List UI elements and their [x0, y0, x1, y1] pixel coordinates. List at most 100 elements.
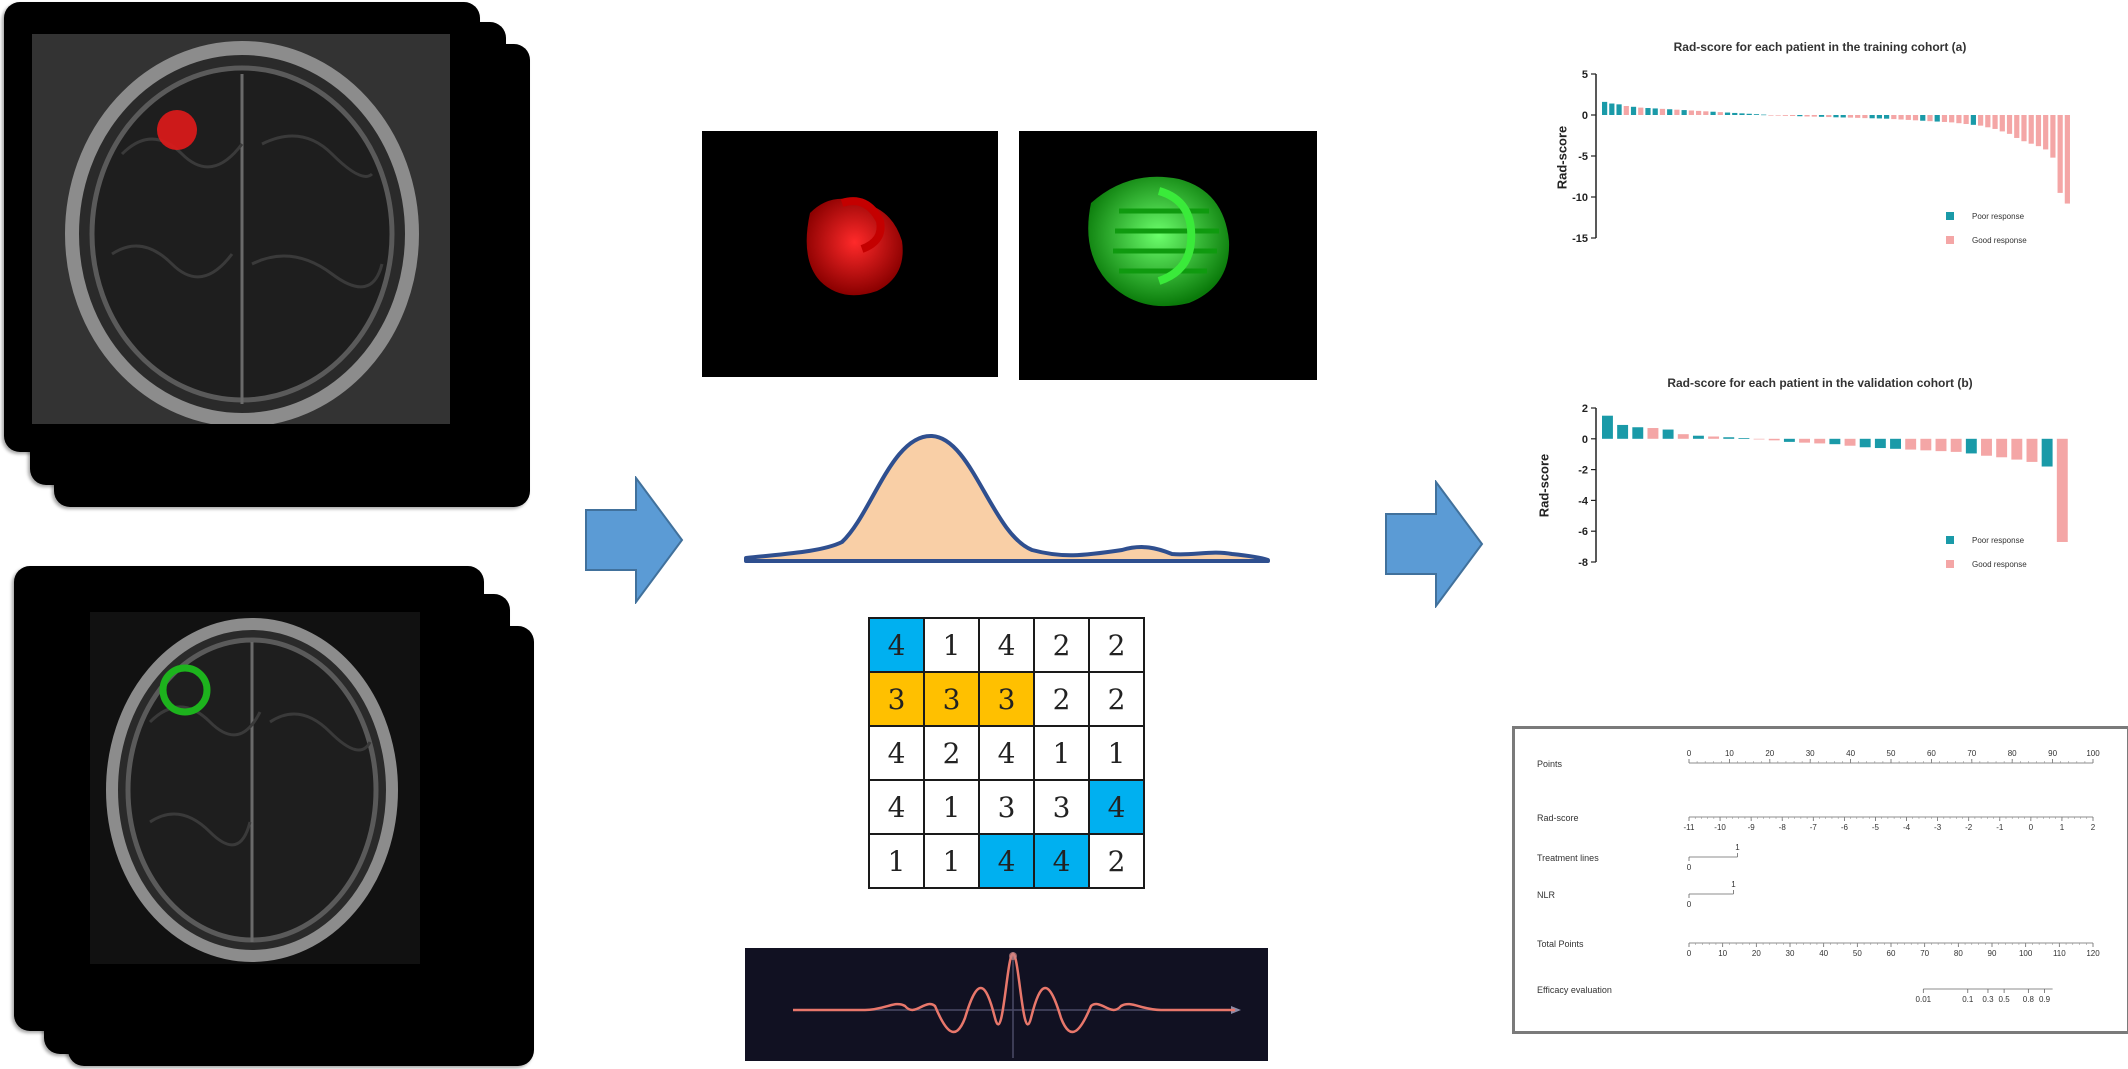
- y-tick-label: -5: [1578, 151, 1588, 163]
- nomogram-tick-label: -6: [1841, 823, 1849, 832]
- bar: [1724, 112, 1731, 115]
- green-3d-volume: [1088, 176, 1230, 307]
- nomogram-tick-label: 0.8: [2023, 995, 2035, 1004]
- bar: [1978, 115, 1984, 126]
- nomogram-tick-label: 1: [2060, 823, 2065, 832]
- bar: [1696, 110, 1702, 115]
- glcm-cell: 4: [1088, 779, 1145, 835]
- bar: [1840, 115, 1846, 118]
- bar: [1761, 114, 1767, 116]
- bar: [1844, 438, 1856, 446]
- bar: [1602, 101, 1608, 115]
- chart-b-title: Rad-score for each patient in the valida…: [1667, 376, 1973, 390]
- glcm-cell: 3: [978, 671, 1035, 727]
- nomogram-tick-label: -10: [1714, 823, 1726, 832]
- bar: [1681, 110, 1687, 115]
- bar: [2050, 115, 2056, 158]
- nomogram-tick-label: 0: [2029, 823, 2034, 832]
- nomogram-tick-label: 2: [2091, 823, 2096, 832]
- bar: [1876, 115, 1882, 119]
- bar: [1659, 108, 1666, 115]
- glcm-cell: 4: [868, 779, 925, 835]
- nomogram-tick-label: 40: [1846, 749, 1855, 758]
- nomogram-tick-label: 80: [1954, 949, 1963, 958]
- nomogram-tick-label: 1: [1731, 880, 1736, 889]
- bar: [1963, 115, 1969, 125]
- y-tick-label: -10: [1572, 192, 1588, 204]
- glcm-cell: 1: [923, 779, 980, 835]
- bar: [2043, 115, 2049, 150]
- bar: [1632, 427, 1644, 439]
- glcm-cell: 4: [868, 725, 925, 781]
- glcm-cell: 4: [868, 617, 925, 673]
- wavelet-svg: [793, 952, 1241, 1058]
- bar: [1602, 415, 1613, 439]
- bar: [1905, 115, 1911, 120]
- y-tick-label: -6: [1578, 526, 1588, 538]
- bar: [1645, 108, 1651, 115]
- y-tick-label: -15: [1572, 233, 1588, 245]
- bar: [1667, 109, 1673, 115]
- bar: [1814, 438, 1826, 444]
- nomogram-tick-label: 30: [1806, 749, 1815, 758]
- bar: [1623, 105, 1629, 115]
- nomogram-tick-label: 0.1: [1962, 995, 1974, 1004]
- mri-image-red-roi: [32, 34, 450, 424]
- bar: [2041, 438, 2053, 467]
- bar: [1829, 438, 1841, 445]
- bar: [1708, 436, 1720, 439]
- nomogram-row-label: Efficacy evaluation: [1537, 985, 1612, 995]
- glcm-cell: 1: [1033, 725, 1090, 781]
- nomogram-tick-label: 0: [1687, 900, 1692, 909]
- glcm-cell: 4: [978, 833, 1035, 889]
- wavelet-panel: [745, 948, 1268, 1061]
- bar: [1965, 438, 1977, 454]
- nomogram-tick-label: 0: [1687, 863, 1692, 872]
- bar: [1905, 438, 1917, 450]
- block-arrow-right-icon: [585, 476, 684, 604]
- bar: [1826, 115, 1832, 118]
- nomogram-tick-label: 0.01: [1916, 995, 1932, 1004]
- bar: [1818, 115, 1825, 117]
- bar: [1688, 110, 1694, 115]
- bar: [1996, 438, 2008, 458]
- mri-brain-svg-2: [106, 618, 398, 962]
- legend-swatch-poor: [1946, 212, 1954, 220]
- glcm-cell: 1: [868, 833, 925, 889]
- nomogram-tick-label: 120: [2086, 949, 2100, 958]
- bar: [1638, 107, 1644, 115]
- bar: [2056, 438, 2068, 542]
- bar: [1617, 424, 1629, 439]
- glcm-cell: 2: [1033, 617, 1090, 673]
- nomogram-tick-label: 0: [1687, 749, 1692, 758]
- glcm-cell: 4: [1033, 833, 1090, 889]
- bar: [1992, 115, 1998, 129]
- roi-red-circle: [157, 110, 197, 150]
- nomogram-tick-label: -3: [1934, 823, 1942, 832]
- bar: [1862, 115, 1868, 119]
- bar: [2026, 438, 2038, 462]
- glcm-cell: 2: [1088, 833, 1145, 889]
- nomogram-tick-label: 0.3: [1982, 995, 1994, 1004]
- red-3d-volume: [806, 197, 903, 296]
- bar: [1739, 113, 1745, 115]
- bar: [1950, 438, 1962, 452]
- nomogram-tick-label: 70: [1920, 949, 1929, 958]
- glcm-cell: 1: [1088, 725, 1145, 781]
- bar: [1912, 115, 1919, 121]
- bar: [1956, 115, 1962, 124]
- legend-label-good: Good response: [1972, 236, 2027, 245]
- nomogram-tick-label: -4: [1903, 823, 1911, 832]
- bar: [1790, 115, 1796, 116]
- glcm-cell: 1: [923, 617, 980, 673]
- bar: [1999, 115, 2005, 132]
- bar: [1662, 429, 1674, 439]
- legend-swatch-good: [1946, 236, 1954, 244]
